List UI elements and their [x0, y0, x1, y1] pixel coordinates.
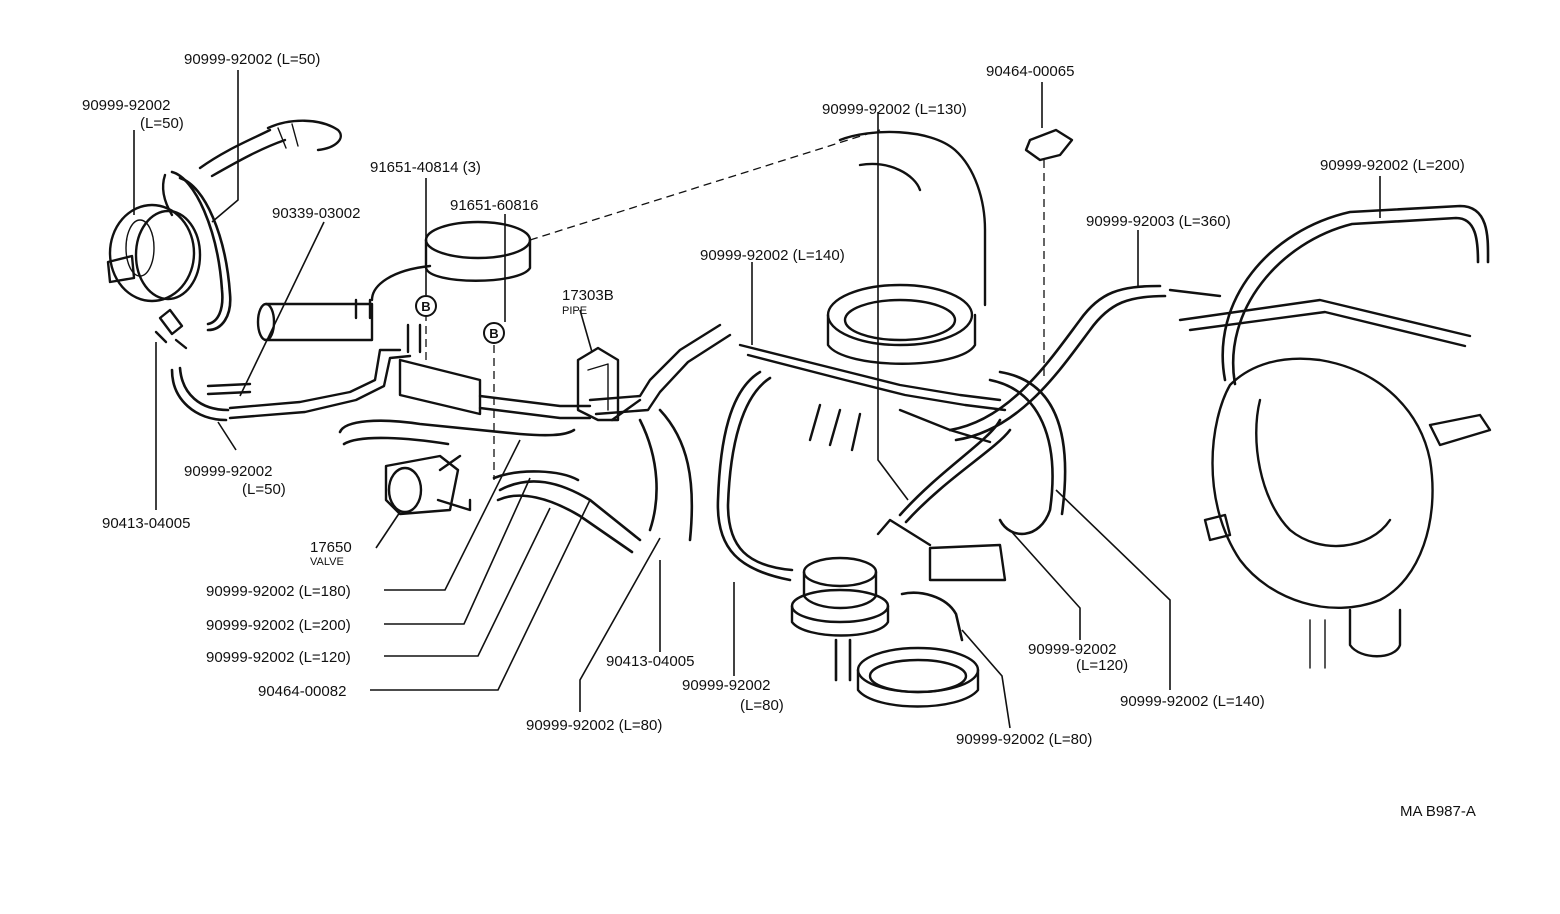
label-valve-word: VALVE	[310, 556, 344, 568]
label-hose-l120-left: 90999-92002 (L=120)	[206, 649, 351, 666]
label-hose-l180: 90999-92002 (L=180)	[206, 583, 351, 600]
label-hose-l140-right: 90999-92002 (L=140)	[1120, 693, 1265, 710]
label-pipe-number: 17303B	[562, 287, 614, 304]
part-labels: 90999-92002 (L=50) 90999-92002 (L=50) 91…	[82, 51, 1476, 820]
label-bolt-91651-60816: 91651-60816	[450, 197, 538, 214]
svg-text:B: B	[421, 299, 430, 314]
marker-b-2: B	[483, 322, 505, 344]
marker-b-1: B	[415, 295, 437, 317]
label-part-90339-03002: 90339-03002	[272, 205, 360, 222]
leader-lines	[133, 70, 1381, 729]
label-hose-l80-b-number: 90999-92002	[682, 677, 770, 694]
intake-plenum-drawing	[638, 128, 1222, 708]
label-hose-l50-left-number: 90999-92002	[82, 97, 170, 114]
label-hose-l140-mid: 90999-92002 (L=140)	[700, 247, 845, 264]
label-clamp-90464-00065: 90464-00065	[986, 63, 1074, 80]
label-hose-l50-low-length: (L=50)	[242, 481, 286, 498]
label-union-90413-left: 90413-04005	[102, 515, 190, 532]
label-bolt-91651-40814: 91651-40814 (3)	[370, 159, 481, 176]
diagram-code: MA B987-A	[1400, 803, 1476, 820]
label-hose-l120-right-length: (L=120)	[1076, 657, 1128, 674]
svg-text:B: B	[489, 326, 498, 341]
diaphragm-actuator-drawing	[106, 119, 342, 422]
distributor-drawing	[1178, 204, 1492, 669]
label-hose-l200-left: 90999-92002 (L=200)	[206, 617, 351, 634]
label-hose-l50-low-number: 90999-92002	[184, 463, 272, 480]
label-hose-l80-c: 90999-92002 (L=80)	[956, 731, 1092, 748]
label-hose-l80-a: 90999-92002 (L=80)	[526, 717, 662, 734]
label-hose-l360: 90999-92003 (L=360)	[1086, 213, 1231, 230]
label-hose-l200-right: 90999-92002 (L=200)	[1320, 157, 1465, 174]
throttle-body-drawing	[206, 129, 881, 554]
label-hose-l80-b-length: (L=80)	[740, 697, 784, 714]
label-clamp-90464-00082: 90464-00082	[258, 683, 346, 700]
label-hose-l130: 90999-92002 (L=130)	[822, 101, 967, 118]
label-hose-l50-left-length: (L=50)	[140, 115, 184, 132]
label-hose-l50-top: 90999-92002 (L=50)	[184, 51, 320, 68]
label-valve-number: 17650	[310, 539, 352, 556]
label-hose-l120-right-number: 90999-92002	[1028, 641, 1116, 658]
label-union-90413-mid: 90413-04005	[606, 653, 694, 670]
label-pipe-word: PIPE	[562, 305, 587, 317]
